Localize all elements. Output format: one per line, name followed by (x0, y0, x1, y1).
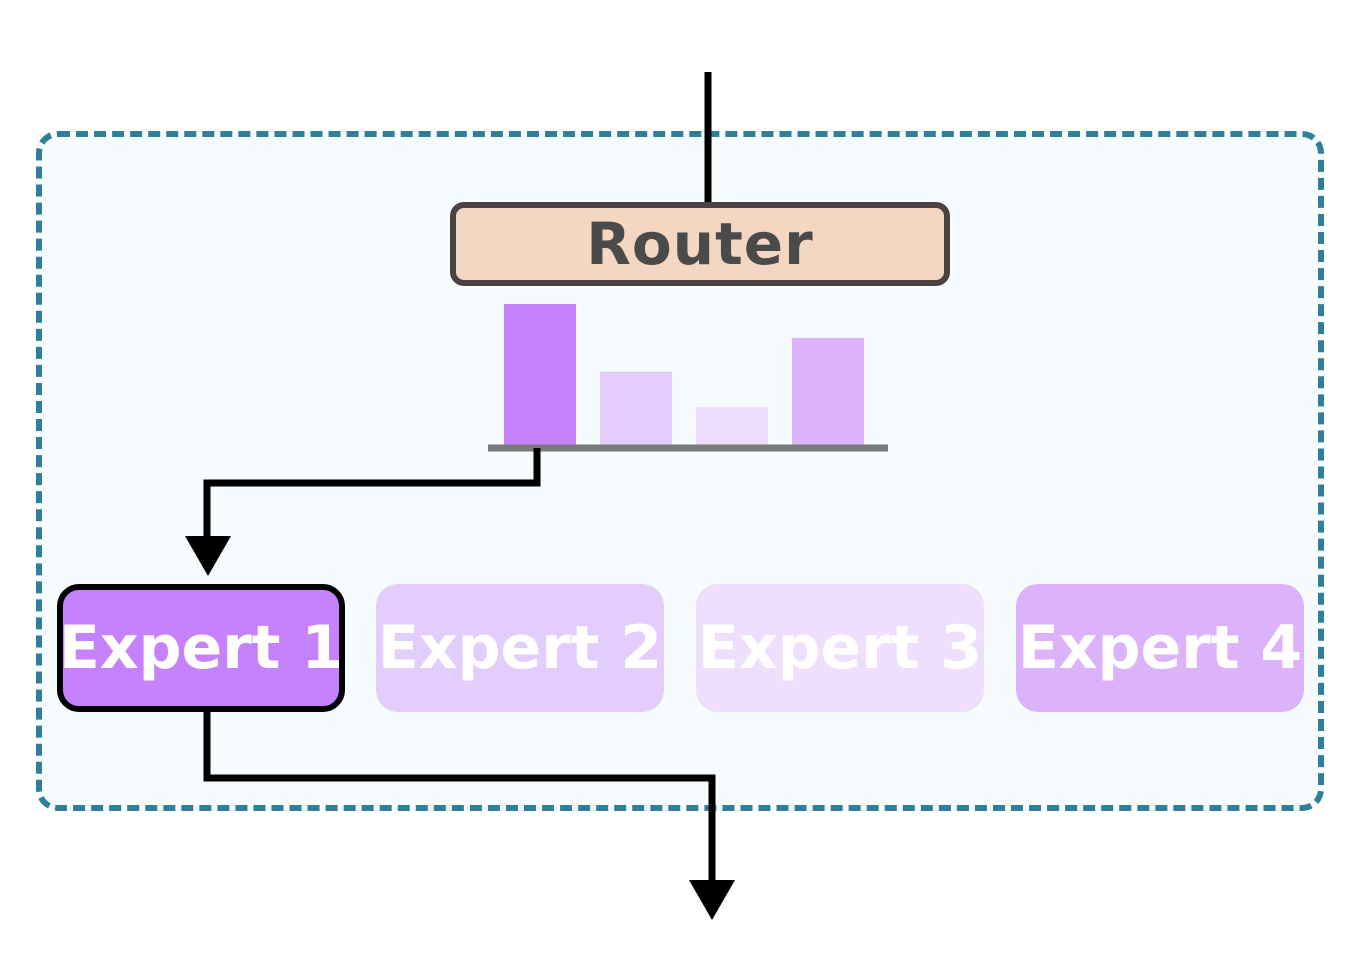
expert-label: Expert 1 (58, 613, 344, 683)
route-arrow-line (203, 448, 541, 545)
router-box: Router (450, 202, 950, 286)
output-arrowhead (689, 880, 735, 920)
router-label: Router (586, 210, 814, 278)
expert-label: Expert 3 (697, 613, 983, 683)
weight-bar-expert-2 (600, 371, 672, 445)
route-arrowhead (185, 536, 231, 576)
output-arrow-line (203, 712, 716, 888)
weight-bar-expert-1 (504, 304, 576, 445)
expert-label: Expert 4 (1017, 613, 1303, 683)
expert-label: Expert 2 (377, 613, 663, 683)
expert-1-box: Expert 1 (57, 584, 345, 712)
expert-3-box: Expert 3 (696, 584, 984, 712)
weight-bar-expert-4 (792, 337, 864, 445)
weight-bar-expert-3 (696, 406, 768, 445)
routing-weights-bars (504, 304, 864, 445)
expert-2-box: Expert 2 (376, 584, 664, 712)
expert-4-box: Expert 4 (1016, 584, 1304, 712)
